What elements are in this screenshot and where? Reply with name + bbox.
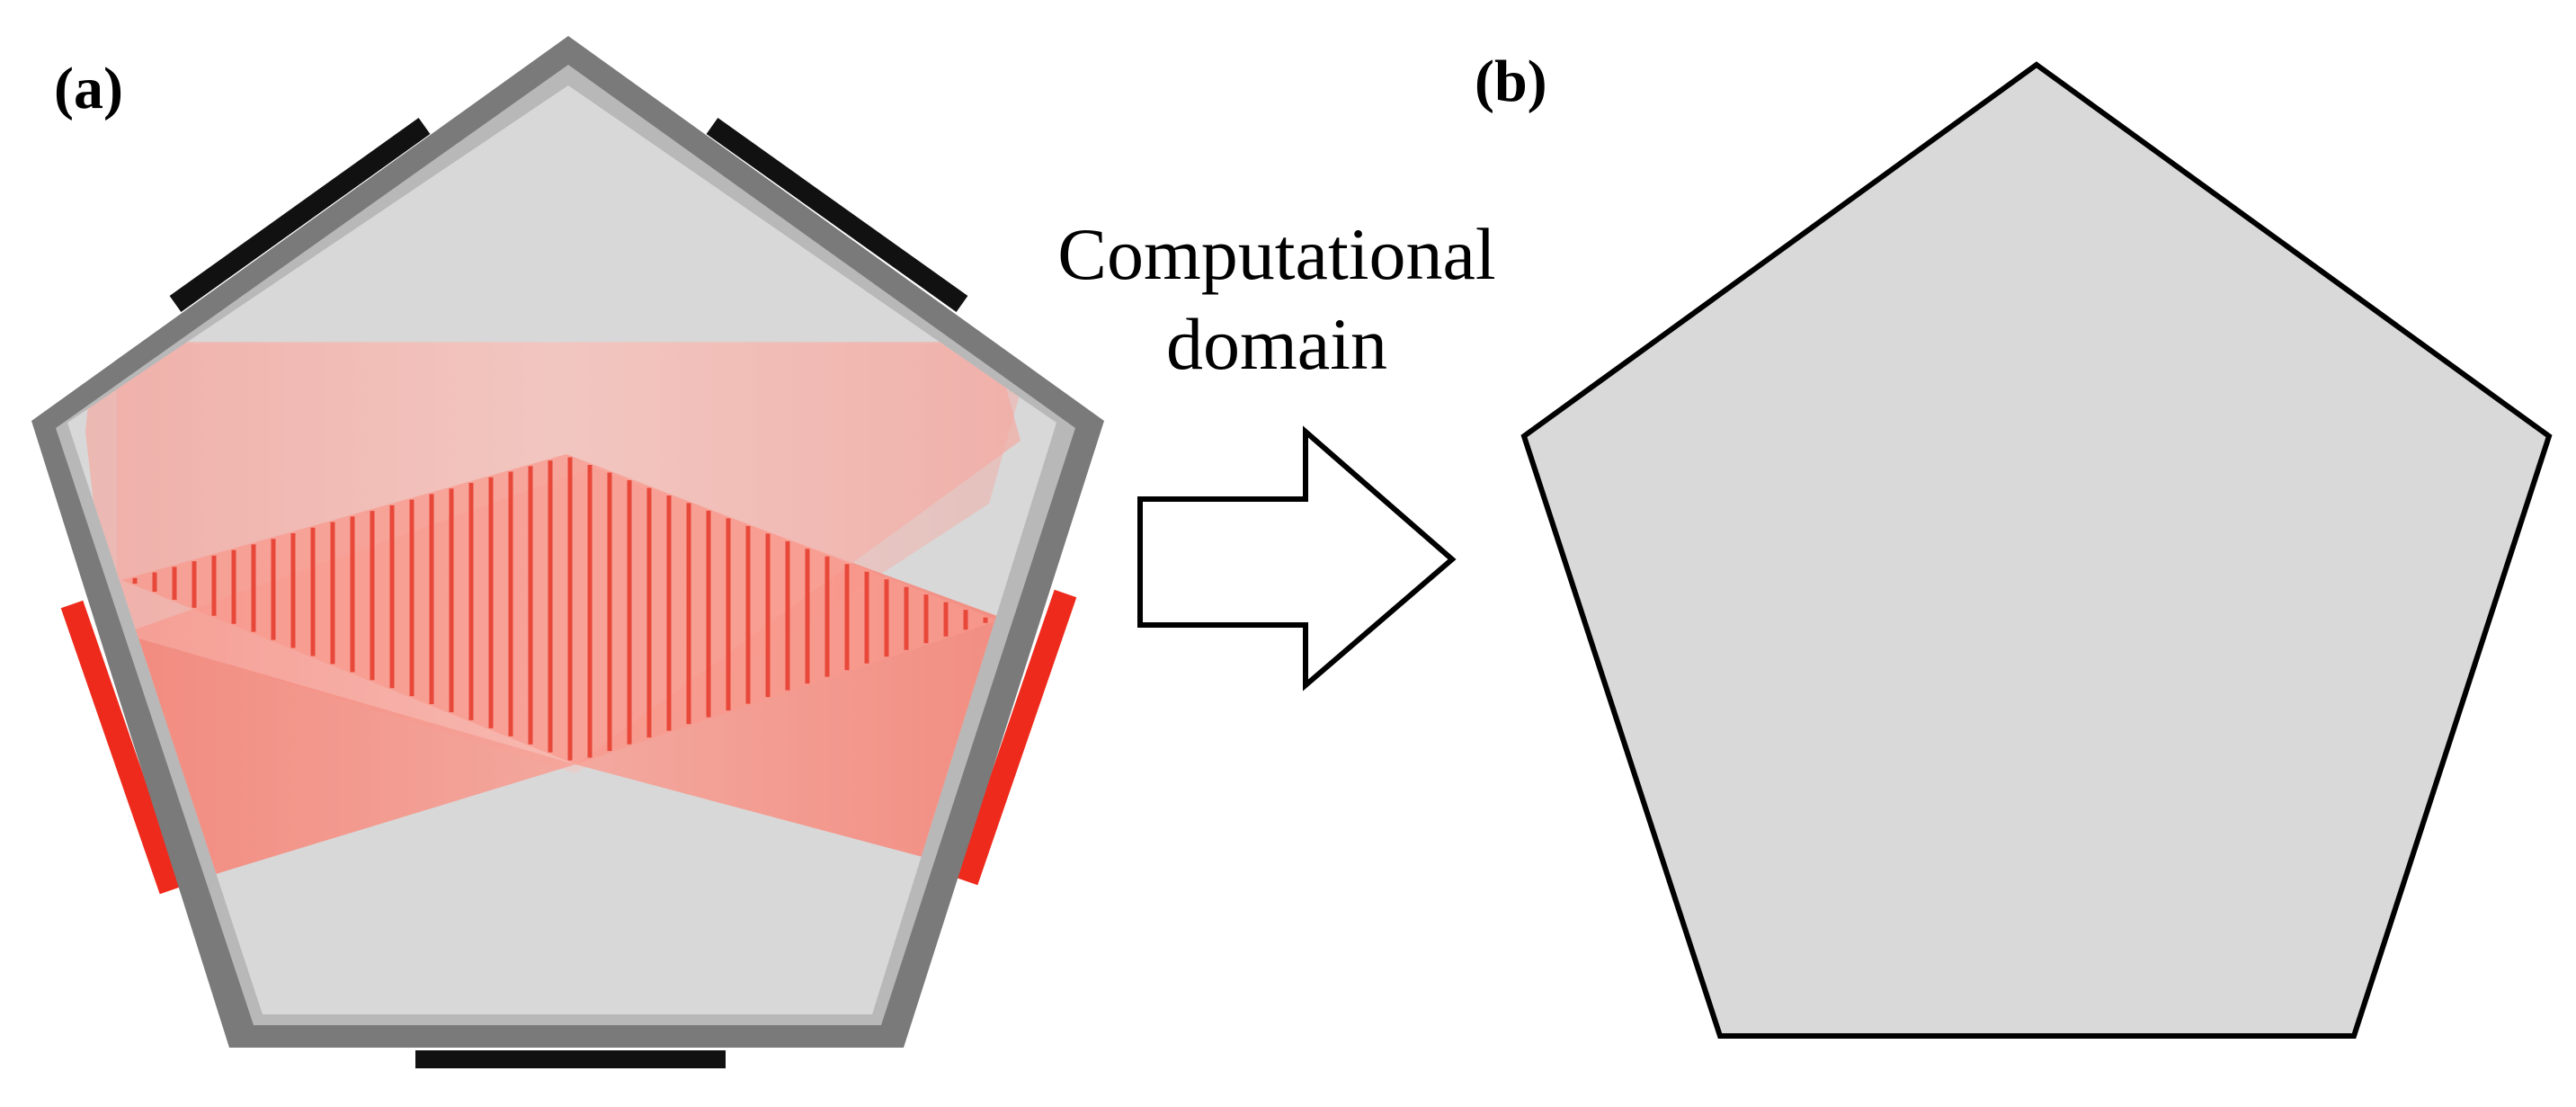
source-bar-right (955, 589, 1077, 886)
source-bar-left (60, 600, 183, 895)
arrow-caption-line1: Computational (1057, 213, 1495, 295)
mirror-bar-top-right (706, 118, 968, 312)
interference-pattern (121, 454, 998, 764)
mirror-bar-bottom (415, 1050, 726, 1068)
panel-b-label: (b) (1475, 49, 1547, 114)
computational-domain-pentagon (1520, 61, 2553, 1039)
arrow-caption-line2: domain (1166, 303, 1387, 385)
panel-b: (b) (1475, 49, 2553, 1039)
beam-region (85, 342, 1034, 877)
panel-a-label: (a) (54, 56, 123, 121)
panel-a: (a) (31, 36, 1104, 1068)
interference-diamond (121, 454, 998, 764)
right-arrow-icon (1137, 425, 1457, 692)
transition-arrow: Computational domain (1057, 213, 1496, 692)
mirror-bar-top-left (169, 118, 431, 312)
